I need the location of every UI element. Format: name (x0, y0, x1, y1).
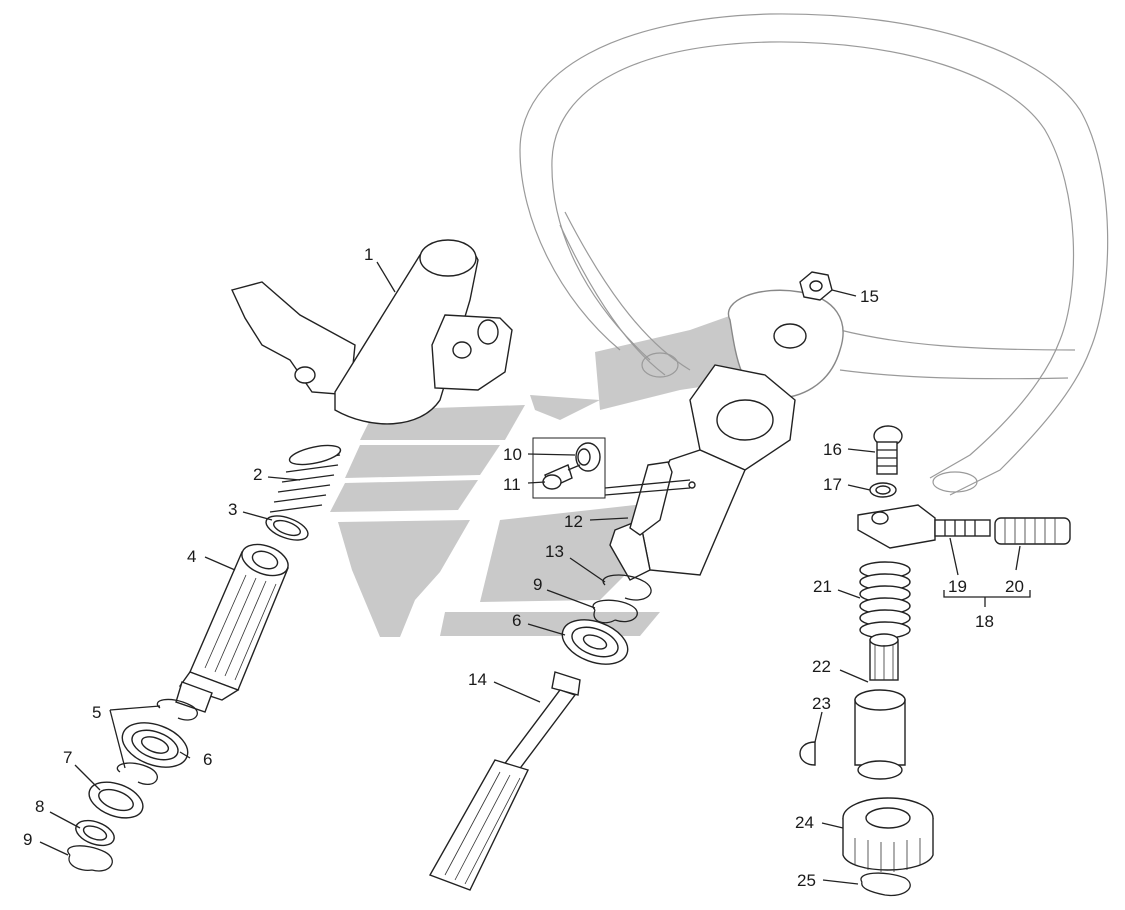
watermark-logo (330, 298, 780, 637)
steering-wheel (519, 13, 1109, 496)
part-labels: 1 2 3 4 5 6 7 8 9 10 11 12 13 9 6 14 15 … (23, 245, 1024, 890)
circlip-part-25 (860, 872, 911, 897)
label-part-9-center: 9 (533, 575, 542, 594)
grip-knob-part-20 (994, 517, 1071, 545)
nut-part-15 (799, 271, 833, 301)
label-part-5: 5 (92, 703, 101, 722)
label-part-20: 20 (1005, 577, 1024, 596)
leader-lines (39, 261, 1031, 885)
label-part-11: 11 (503, 475, 521, 494)
label-part-2: 2 (253, 465, 262, 484)
label-part-17: 17 (823, 475, 842, 494)
spring-part-2 (269, 444, 342, 513)
label-part-6-left: 6 (203, 750, 212, 769)
label-part-24: 24 (795, 813, 814, 832)
washer-part-3 (265, 515, 309, 541)
label-part-14: 14 (468, 670, 487, 689)
label-part-10: 10 (503, 445, 522, 464)
label-part-19: 19 (948, 577, 967, 596)
label-part-7: 7 (63, 748, 72, 767)
snap-rings-part-5 (116, 698, 198, 785)
label-part-15: 15 (860, 287, 879, 306)
label-part-4: 4 (187, 547, 196, 566)
knurled-nut-part-24 (842, 797, 934, 872)
screw-part-11 (542, 464, 581, 490)
label-part-23: 23 (812, 694, 831, 713)
bushing-part-10 (532, 437, 606, 499)
spring-part-21 (859, 561, 911, 639)
label-part-21: 21 (813, 577, 832, 596)
label-part-16: 16 (823, 440, 842, 459)
washer-part-8 (75, 819, 115, 847)
label-part-8: 8 (35, 797, 44, 816)
label-part-25: 25 (797, 871, 816, 890)
seal-part-7 (88, 781, 144, 819)
label-part-22: 22 (812, 657, 831, 676)
label-part-1: 1 (364, 245, 373, 264)
label-part-3: 3 (228, 500, 237, 519)
screw-part-16 (873, 425, 903, 475)
label-part-13: 13 (545, 542, 564, 561)
circlip-part-9-left (67, 845, 113, 872)
label-part-6-center: 6 (512, 611, 521, 630)
lower-shaft-part-14 (428, 671, 581, 891)
key-part-23 (799, 741, 816, 766)
label-part-12: 12 (564, 512, 583, 531)
bracket-part-12 (604, 461, 696, 536)
column-housing-part-1 (231, 239, 513, 425)
lever-part-19 (857, 504, 991, 549)
snap-ring-part-13 (602, 574, 652, 601)
label-part-18: 18 (975, 612, 994, 631)
washer-part-17 (869, 482, 897, 498)
bearing-part-6-center (561, 619, 629, 665)
splined-shaft-part-4 (175, 543, 289, 713)
bearing-part-6-left (121, 722, 189, 768)
splined-pin-part-22 (854, 633, 906, 780)
label-part-9-left: 9 (23, 830, 32, 849)
